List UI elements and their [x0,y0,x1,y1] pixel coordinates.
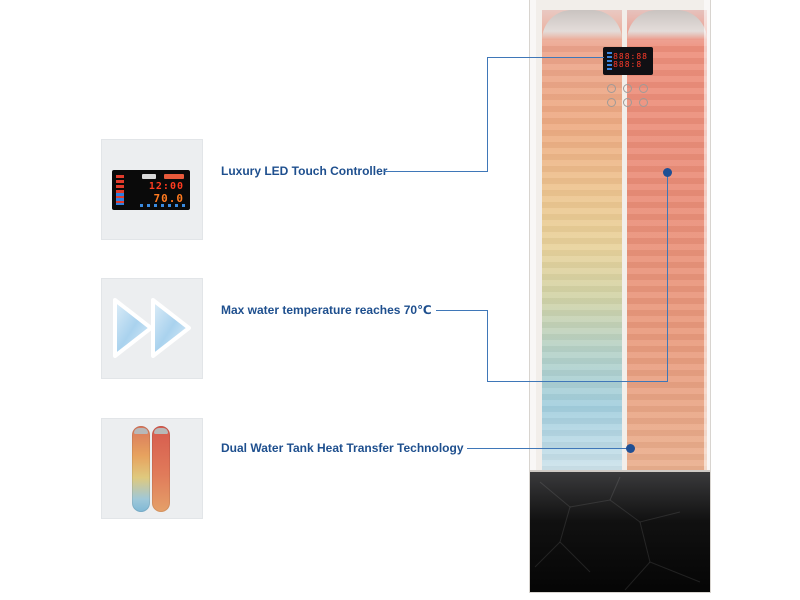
callout-line-temperature [436,310,488,311]
led-controller-icon: 12:00 70.0 [112,170,190,210]
callout-line-temperature [487,310,488,382]
touch-buttons-icon [140,204,186,207]
heater-base [530,470,710,592]
double-arrow-icon [113,298,191,358]
callout-dot-temperature [663,168,672,177]
settings-key-icon [623,98,632,107]
tank-texture [542,40,622,472]
callout-line-controller [384,171,488,172]
mode-key-icon [623,84,632,93]
feature-label-max-temperature: Max water temperature reaches 70℃ [221,303,432,317]
callout-line-temperature [667,173,668,382]
controller-time-readout: 12:00 [148,181,184,192]
warm-tank-icon [152,426,170,512]
controller-temperature-readout: 70.0 [153,192,184,205]
mode-tag-icon [142,174,156,179]
tank-cap [627,10,707,40]
display-level-bars-icon [607,52,612,70]
timer-key-icon [639,84,648,93]
tank-cap [542,10,622,40]
mode-tag-icon [164,174,184,179]
temperature-thumbnail [101,278,203,379]
base-crack-pattern-icon [534,476,701,591]
callout-line-temperature [487,381,668,382]
heater-led-display: 888:88 888:8 [603,47,653,75]
feature-label-led-controller: Luxury LED Touch Controller [221,164,388,178]
led-controller-thumbnail: 12:00 70.0 [101,139,203,240]
hot-tank-icon [132,426,150,512]
power-key-icon [607,84,616,93]
heart-key-icon [607,98,616,107]
callout-dot-dual-tank [626,444,635,453]
dual-tank-thumbnail [101,418,203,519]
level-bars-icon [116,175,124,205]
water-heater-image: 888:88 888:8 [530,0,710,592]
up-key-icon [639,98,648,107]
callout-line-controller [487,57,604,58]
callout-line-dual-tank [467,448,630,449]
left-water-tank [542,10,622,472]
callout-line-controller [487,57,488,172]
display-readout: 888:88 888:8 [613,52,648,69]
feature-label-dual-tank: Dual Water Tank Heat Transfer Technology [221,441,464,455]
